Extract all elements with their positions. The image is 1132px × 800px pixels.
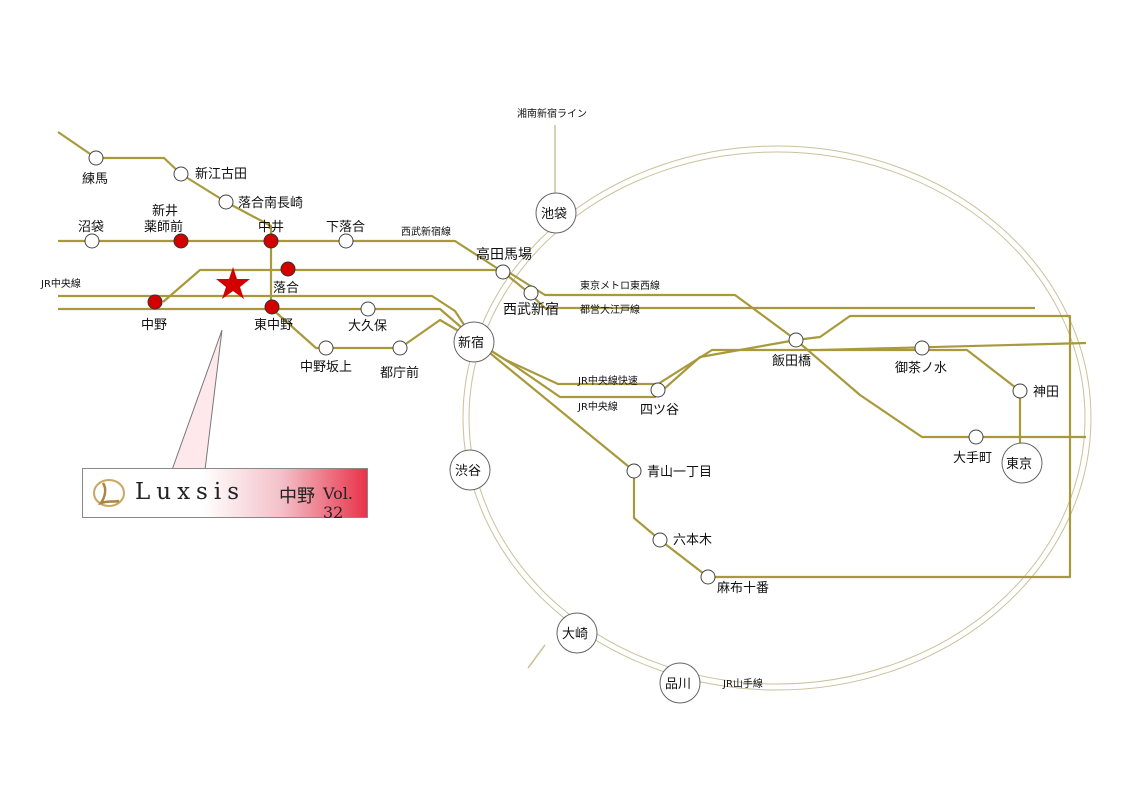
label-numabukuro: 沼袋: [78, 220, 104, 235]
label-yotsuya: 四ツ谷: [640, 403, 679, 418]
label-arai-1: 新井: [152, 203, 178, 219]
stations-highlight: [147, 233, 296, 315]
label-iidabashi: 飯田橋: [772, 354, 811, 369]
label-jr-yamanote-line: JR山手線: [722, 677, 763, 690]
shonan-shinjuku-line: [527, 125, 556, 669]
label-shonan-shinjuku-line: 湘南新宿ライン: [517, 107, 587, 120]
label-shinagawa: 品川: [665, 677, 691, 692]
label-nakai: 中井: [258, 220, 284, 235]
label-metro-tozai-line: 東京メトロ東西線: [580, 279, 660, 292]
label-okubo: 大久保: [348, 319, 387, 334]
luxsis-logo-icon: [93, 479, 125, 507]
label-tochomae: 都庁前: [380, 365, 419, 381]
label-higashi-nakano: 東中野: [254, 317, 293, 333]
label-jr-chuo-rapid-line: JR中央線快速: [577, 374, 638, 387]
label-ochanomizu: 御茶ノ水: [895, 360, 947, 376]
label-shibuya: 渋谷: [455, 464, 481, 479]
label-otemachi: 大手町: [953, 451, 992, 466]
label-toei-oedo-line: 都営大江戸線: [580, 303, 640, 316]
station-labels: 練馬 新江古田 落合南長崎 沼袋 新井 薬師前 中井 下落合 高田馬場 落合 中…: [78, 166, 1059, 692]
label-jr-chuo-line: JR中央線: [40, 277, 81, 290]
label-shimo-ochiai: 下落合: [326, 220, 365, 235]
callout-pointer: [171, 329, 223, 471]
label-nerima: 練馬: [82, 172, 108, 187]
property-star-icon: [216, 267, 250, 299]
label-nakano-sakaue: 中野坂上: [300, 360, 352, 375]
area-name: 中野: [279, 486, 315, 507]
label-aoyama-itchome: 青山一丁目: [647, 465, 712, 480]
label-tokyo: 東京: [1006, 456, 1032, 472]
stations-major: [449, 192, 1043, 704]
label-arai-2: 薬師前: [144, 219, 183, 235]
label-ochiai-minami-nagasaki: 落合南長崎: [238, 195, 303, 211]
label-osaki: 大崎: [562, 627, 588, 642]
label-shinjuku: 新宿: [458, 335, 484, 351]
label-takadanobaba: 高田馬場: [476, 246, 532, 263]
label-seibu-shinjuku: 西武新宿: [503, 301, 559, 318]
label-shin-egota: 新江古田: [195, 166, 247, 182]
label-kanda: 神田: [1033, 385, 1059, 400]
label-ikebukuro: 池袋: [541, 207, 567, 222]
brand-name: Luxsis: [135, 479, 246, 505]
rail-lines: [57, 131, 1087, 579]
label-jr-chuo-line-2: JR中央線: [577, 400, 618, 413]
label-azabu-juban: 麻布十番: [717, 581, 769, 596]
yamanote-ring: [462, 145, 1092, 691]
luxsis-banner: Luxsis 中野 Vol. 32: [82, 468, 368, 522]
label-seibu-shinjuku-line: 西武新宿線: [401, 225, 451, 238]
volume-label: Vol. 32: [323, 484, 353, 522]
label-nakano: 中野: [141, 318, 167, 333]
line-labels: 湘南新宿ライン 西武新宿線 JR中央線 東京メトロ東西線 都営大江戸線 JR中央…: [40, 107, 763, 690]
label-roppongi: 六本木: [673, 533, 712, 548]
label-ochiai: 落合: [273, 281, 299, 296]
stations-small: [84, 150, 1028, 585]
